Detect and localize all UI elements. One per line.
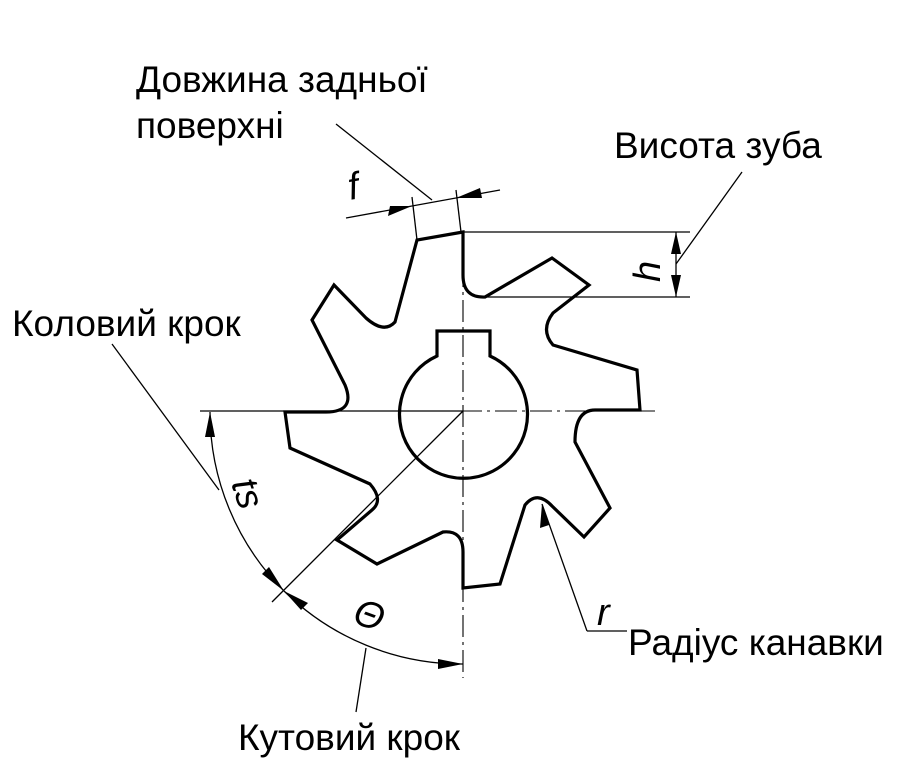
theta-arrow-left: [284, 591, 308, 610]
angular-pitch-leader: [355, 647, 367, 713]
f-extension-line: [411, 196, 418, 241]
circular-pitch-label: Коловий крок: [12, 303, 242, 344]
f-arrow-left: [388, 206, 412, 216]
r-arrow: [540, 504, 549, 528]
symbol-theta: Θ: [348, 591, 390, 641]
tooth-height-label: Висота зуба: [614, 125, 822, 166]
symbol-ts: ts: [223, 473, 272, 514]
shaft-bore-with-keyway: [397, 329, 530, 480]
center-lines: [355, 265, 655, 678]
angular-pitch-label: Кутовий крок: [238, 717, 461, 758]
f-extension-line: [455, 189, 462, 233]
h-arrow-bottom: [671, 275, 681, 297]
back-surface-leader: [335, 123, 433, 201]
theta-arrow-right: [438, 659, 463, 669]
tooth-height-leader: [675, 171, 743, 265]
dimension-ts: [111, 343, 464, 603]
back-surface-length-label-line1: Довжина задньої: [136, 59, 428, 100]
ts-arrow-top: [205, 412, 215, 437]
ts-radial-extension: [271, 410, 464, 603]
symbol-f: f: [345, 165, 366, 209]
ts-arrow-bottom: [262, 567, 284, 591]
back-surface-length-label-line2: поверхні: [136, 105, 284, 146]
dimension-h: [463, 171, 743, 298]
circular-pitch-leader: [111, 343, 220, 491]
dimension-r: [540, 503, 627, 632]
symbol-r: r: [597, 592, 611, 634]
symbol-h: h: [627, 261, 669, 282]
dimension-theta: [283, 590, 464, 713]
cutter-outline: [283, 230, 642, 590]
dimension-f: [335, 123, 501, 241]
f-arrow-right: [456, 188, 482, 198]
groove-radius-leader: [541, 503, 588, 632]
groove-radius-label: Радіус канавки: [628, 622, 884, 663]
h-arrow-top: [671, 232, 681, 254]
